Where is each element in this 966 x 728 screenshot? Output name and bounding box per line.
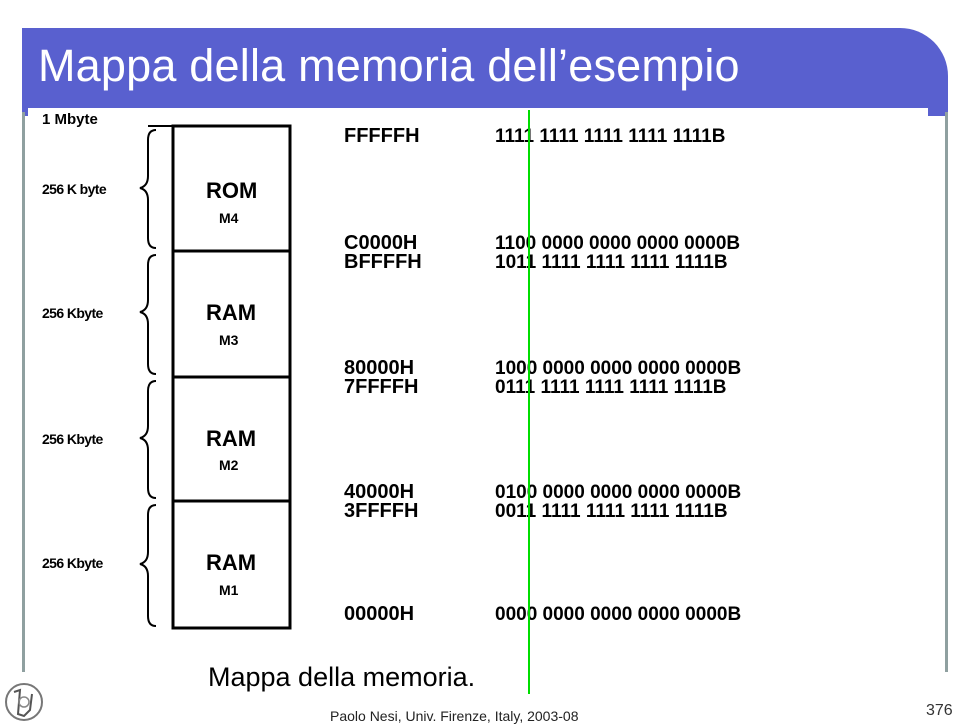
address-hex: 7FFFFH [344,376,418,398]
address-hex: FFFFFH [344,125,420,147]
address-bin: 1011 1111 1111 1111 1111B [495,252,728,273]
address-hex: C0000H [344,232,417,254]
total-size-label: 1 Mbyte [42,111,98,128]
block-size-m3: 256 Kbyte [42,305,104,321]
address-bin: 0000 0000 0000 0000 0000B [495,604,741,625]
slide-footer: Paolo Nesi, Univ. Firenze, Italy, 2003-0… [330,708,579,724]
brace-m3 [139,254,157,375]
block-size-m4: 256 K byte [42,181,107,197]
block-module-m2: M2 [219,457,239,473]
block-module-m1: M1 [219,582,239,598]
block-type-m1: RAM [206,550,256,575]
block-size-m1: 256 Kbyte [42,555,104,571]
address-bin: 0111 1111 1111 1111 1111B [495,377,727,398]
slide-title: Mappa della memoria dell’esempio [38,40,740,91]
block-type-m4: ROM [206,178,257,203]
address-bin: 1111 1111 1111 1111 1111B [495,126,725,147]
university-logo-icon [5,683,43,721]
block-module-m4: M4 [219,210,239,226]
figure-caption: Mappa della memoria. [208,662,475,692]
content-frame [22,112,948,672]
block-ram-m1 [171,499,292,630]
address-bin: 1000 0000 0000 0000 0000B [495,358,741,379]
address-hex: 40000H [344,481,414,503]
address-bin: 0011 1111 1111 1111 1111B [495,501,728,522]
page-number: 376 [926,702,953,719]
title-bar [22,28,948,116]
address-bin: 0100 0000 0000 0000 0000B [495,482,741,503]
memory-map-figure: 1 Mbyte ROM M4 RAM M3 RAM M2 RAM M1 256 … [28,108,928,708]
brace-m2 [139,380,157,499]
address-hex: BFFFFH [344,251,422,273]
address-bin: 1100 0000 0000 0000 0000B [495,233,740,254]
block-module-m3: M3 [219,332,239,348]
block-type-m3: RAM [206,300,256,325]
address-hex: 00000H [344,603,414,625]
brace-m4 [139,129,157,249]
block-type-m2: RAM [206,426,256,451]
address-hex: 80000H [344,357,414,379]
block-size-m2: 256 Kbyte [42,431,104,447]
address-hex: 3FFFFH [344,500,418,522]
brace-m1 [139,504,157,627]
